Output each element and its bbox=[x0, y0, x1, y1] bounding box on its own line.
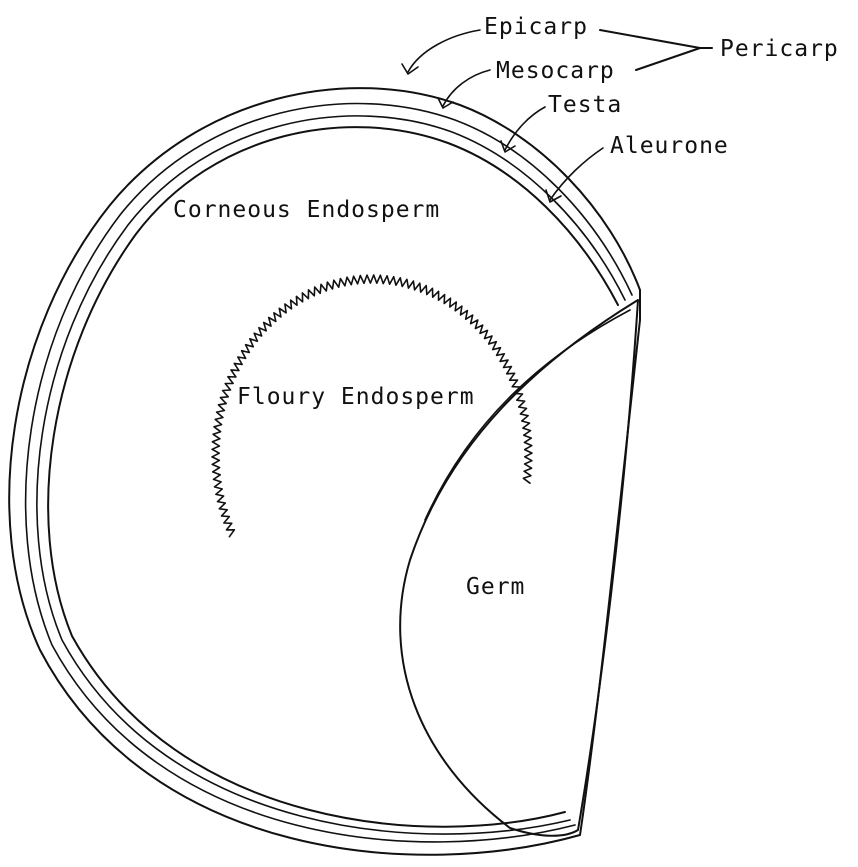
pericarp-bracket-upper bbox=[600, 30, 700, 48]
aleurone-label: Aleurone bbox=[610, 133, 729, 159]
pericarp-label: Pericarp bbox=[720, 36, 839, 62]
pericarp-bracket-lower bbox=[636, 48, 700, 70]
mesocarp-label: Mesocarp bbox=[496, 58, 615, 84]
aleurone-arrow bbox=[550, 148, 603, 200]
floury-endosperm-label: Floury Endosperm bbox=[237, 384, 475, 410]
epicarp-arrow bbox=[408, 30, 480, 72]
testa-outline bbox=[37, 116, 625, 834]
testa-label: Testa bbox=[548, 92, 622, 118]
aleurone-outline bbox=[48, 127, 618, 827]
epicarp-label: Epicarp bbox=[484, 14, 588, 40]
germ-label: Germ bbox=[466, 574, 525, 600]
testa-arrow bbox=[505, 107, 545, 150]
germ-outline bbox=[400, 300, 638, 836]
corneous-endosperm-label: Corneous Endosperm bbox=[173, 197, 440, 223]
